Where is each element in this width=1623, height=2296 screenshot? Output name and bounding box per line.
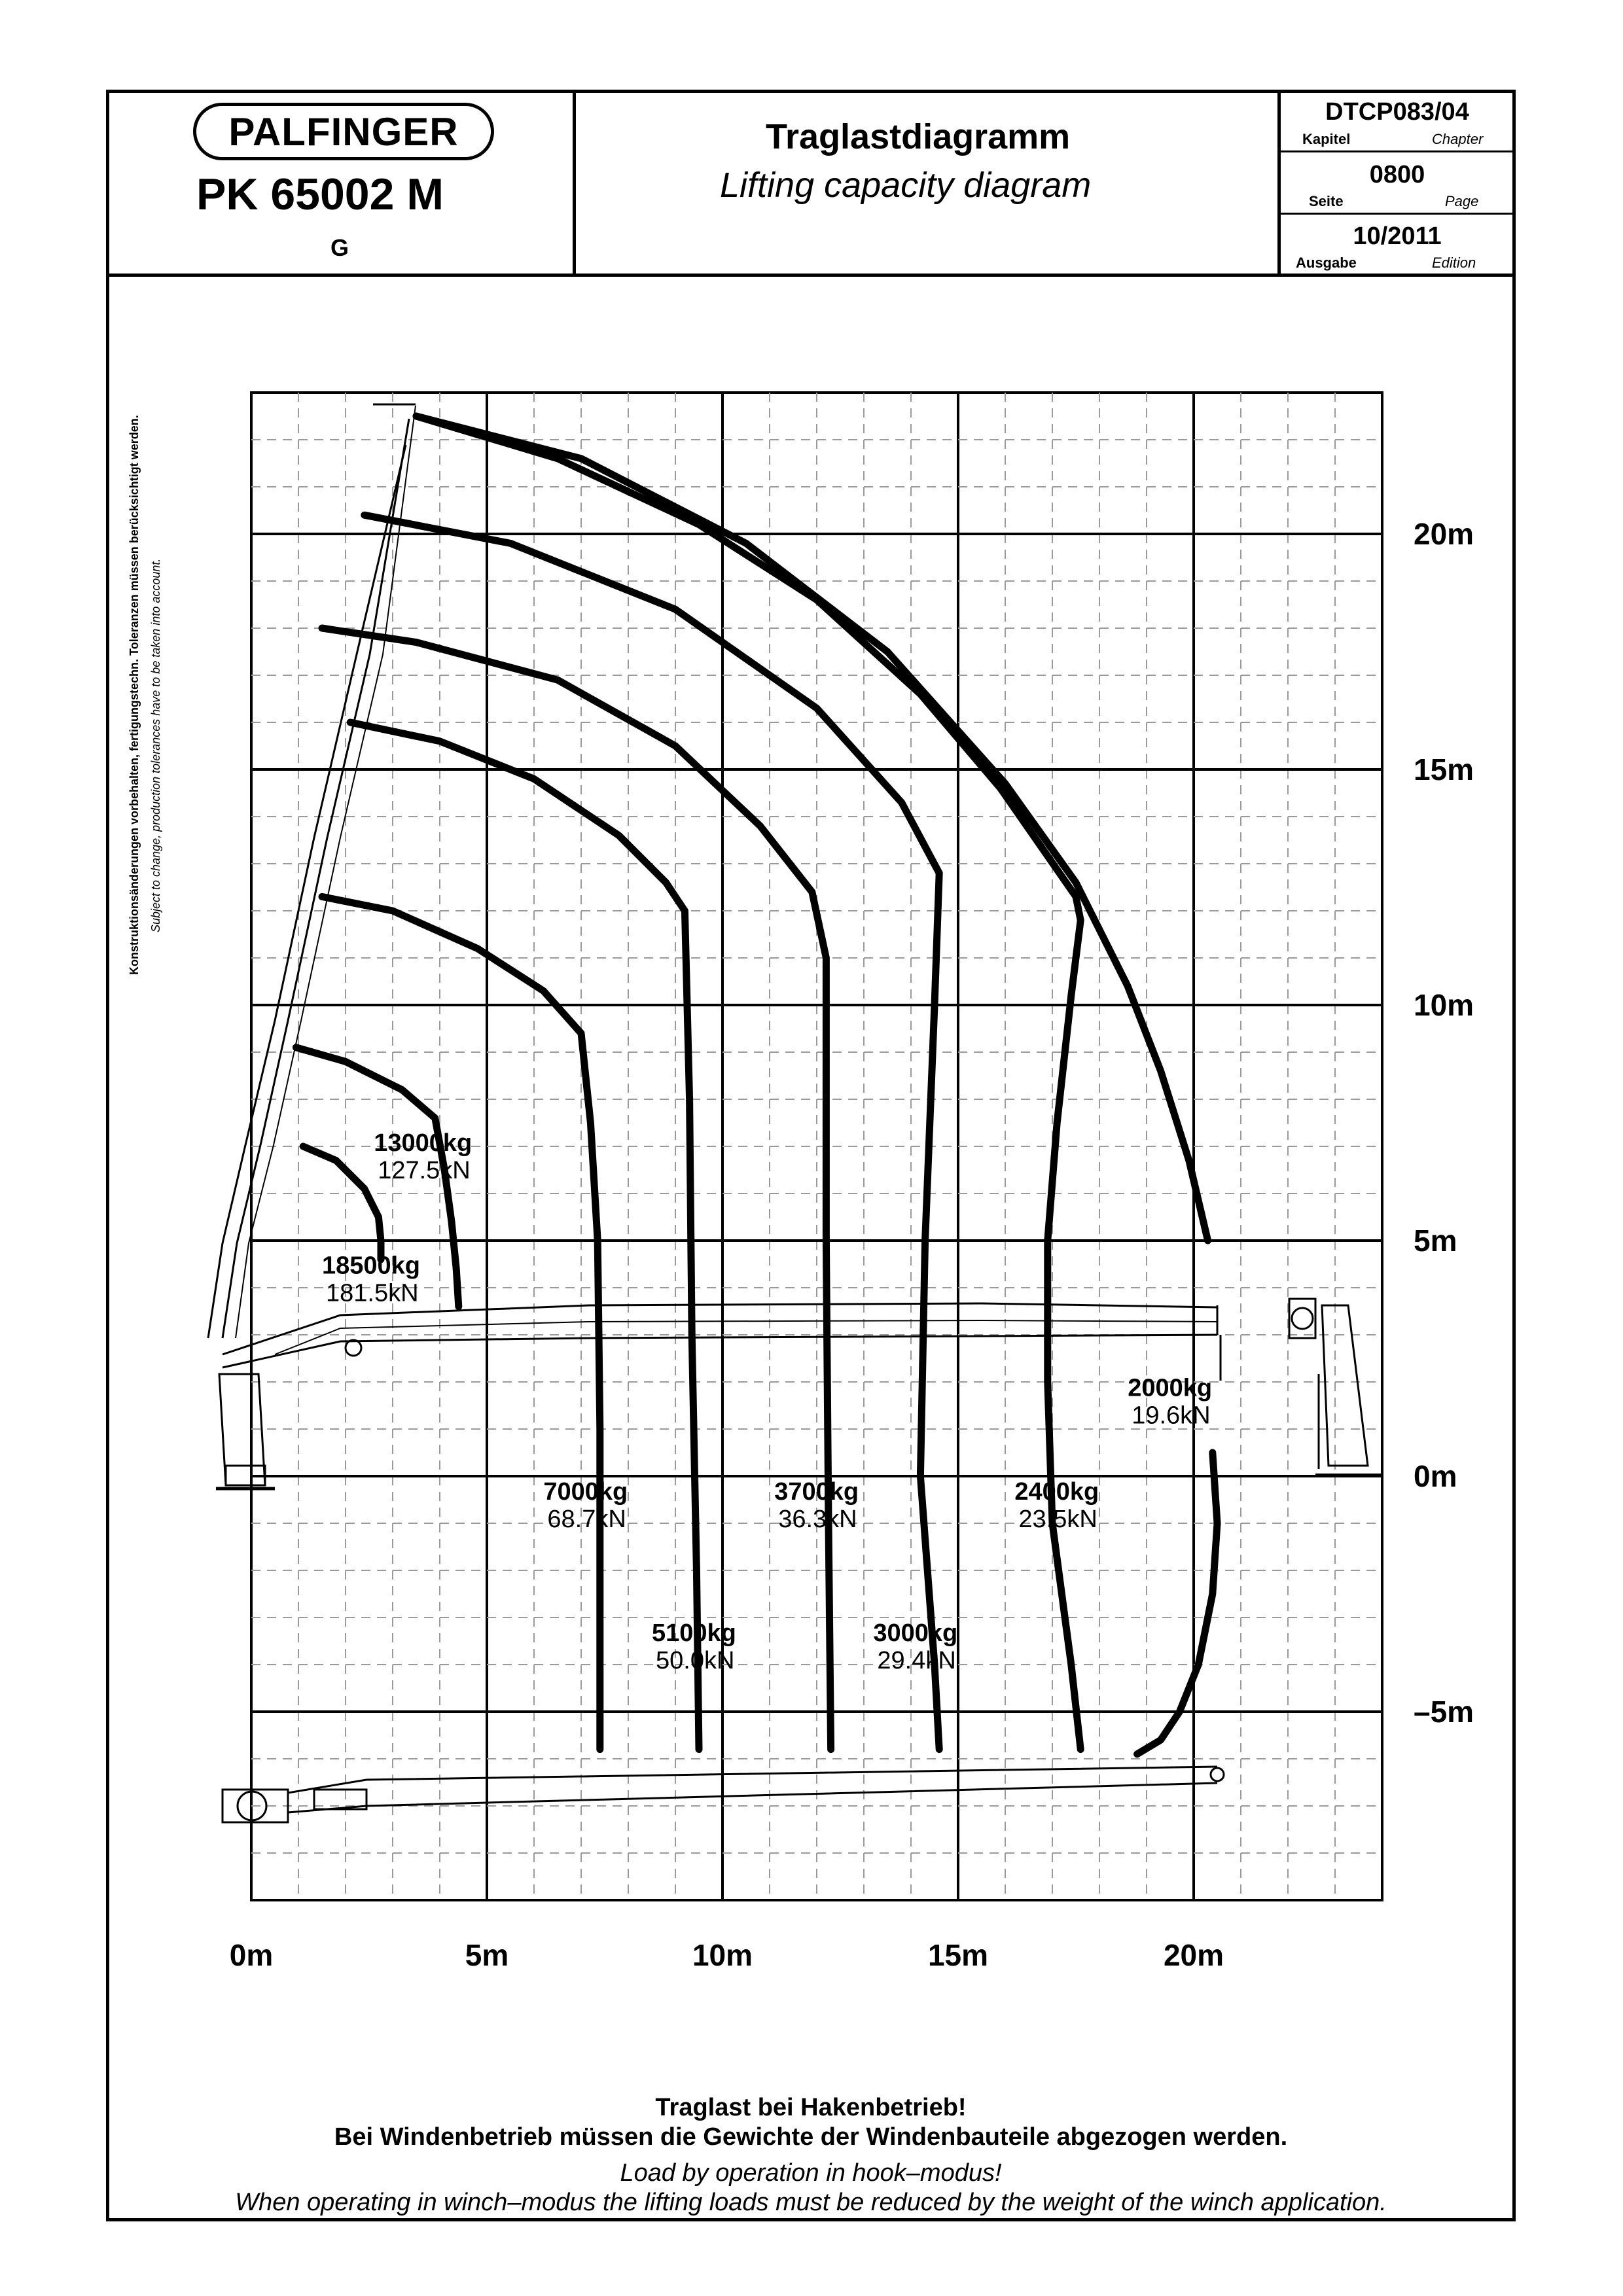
- footer-note-de-2: Bei Windenbetrieb müssen die Gewichte de…: [334, 2123, 1288, 2151]
- page-label-de: Seite: [1309, 193, 1344, 209]
- load-label-kn: 36.3kN: [778, 1506, 857, 1533]
- chapter-label-de: Kapitel: [1302, 131, 1351, 147]
- load-curve-2400kg: [412, 412, 1084, 1754]
- title-german: Traglastdiagramm: [766, 117, 1071, 156]
- load-label-kg: 18500kg: [322, 1252, 420, 1279]
- x-tick-label: 15m: [928, 1938, 988, 1972]
- horizontal-boom: [222, 1302, 1222, 1381]
- header-divider-left: [573, 90, 576, 275]
- load-label-kg: 2400kg: [1014, 1478, 1099, 1506]
- crane-column: [216, 1373, 275, 1491]
- load-label-kn: 19.6kN: [1132, 1402, 1210, 1430]
- title-english: Lifting capacity diagram: [720, 166, 1092, 205]
- load-label-kn: 181.5kN: [326, 1279, 419, 1307]
- axis-tick-labels: 0m 5m 10m 15m 20m 20m 15m 10m 5m 0m –5m: [230, 517, 1474, 1972]
- load-label-kg: 3700kg: [774, 1478, 859, 1506]
- load-label-kn: 23.5kN: [1018, 1506, 1097, 1533]
- load-curve-18500kg: [299, 1142, 385, 1263]
- model-variant: G: [330, 234, 349, 261]
- y-tick-label: 15m: [1414, 752, 1474, 786]
- y-tick-label: 5m: [1414, 1224, 1457, 1258]
- crane-end-view: [1288, 1298, 1381, 1477]
- chapter-value: DTCP083/04: [1325, 98, 1469, 126]
- header-cell-rule-2: [1277, 213, 1516, 215]
- footer-note-en-2: When operating in winch–modus the liftin…: [235, 2189, 1387, 2216]
- edition-label-en: Edition: [1432, 255, 1476, 271]
- load-curve-3700kg: [318, 624, 835, 1754]
- x-tick-label: 0m: [230, 1938, 273, 1972]
- brand-logo-text: PALFINGER: [228, 109, 459, 154]
- page-frame: [106, 90, 1516, 2221]
- raised-boom: [207, 403, 416, 1339]
- load-label-kg: 2000kg: [1128, 1375, 1212, 1402]
- footer-note-en-1: Load by operation in hook–modus!: [620, 2159, 1002, 2187]
- model-name: PK 65002 M: [196, 169, 444, 219]
- load-label-kn: 68.7kN: [547, 1506, 626, 1533]
- load-label-kn: 29.4kN: [877, 1647, 955, 1674]
- crane-drawing: [207, 403, 1381, 1824]
- header-bottom-rule: [106, 274, 1516, 277]
- footer-note-de-1: Traglast bei Hakenbetrieb!: [655, 2094, 967, 2121]
- x-tick-label: 10m: [692, 1938, 753, 1972]
- load-label-kn: 50.0kN: [656, 1647, 734, 1674]
- edition-value: 10/2011: [1353, 222, 1442, 250]
- load-curves: [292, 412, 1221, 1758]
- y-tick-label: 20m: [1414, 517, 1474, 551]
- header-divider-right: [1277, 90, 1281, 275]
- x-tick-label: 20m: [1164, 1938, 1224, 1972]
- load-curve-2000kg: [1133, 1449, 1221, 1758]
- grid: [250, 391, 1383, 1901]
- edition-label-de: Ausgabe: [1296, 255, 1357, 271]
- y-tick-label: –5m: [1414, 1695, 1474, 1729]
- load-curve-7000kg: [318, 892, 604, 1754]
- page-label-en: Page: [1445, 193, 1479, 209]
- load-label-kg: 3000kg: [873, 1619, 957, 1647]
- y-tick-label: 0m: [1414, 1459, 1457, 1493]
- load-label-kg: 13000kg: [374, 1129, 472, 1157]
- load-curve-3000kg: [361, 511, 943, 1754]
- header-cell-rule-1: [1277, 150, 1516, 152]
- chapter-label-en: Chapter: [1432, 131, 1484, 147]
- load-curve-2000kg: [412, 412, 1212, 1245]
- load-curve-5100kg: [346, 718, 703, 1754]
- x-tick-label: 5m: [465, 1938, 508, 1972]
- brand-logo: PALFINGER: [193, 103, 494, 160]
- load-label-kg: 7000kg: [543, 1478, 628, 1506]
- load-label-kg: 5100kg: [652, 1619, 736, 1647]
- load-label-kn: 127.5kN: [378, 1157, 471, 1184]
- load-curve-13000kg: [292, 1044, 463, 1311]
- folded-boom: [221, 1765, 1225, 1824]
- y-tick-label: 10m: [1414, 988, 1474, 1022]
- page-value: 0800: [1369, 161, 1425, 188]
